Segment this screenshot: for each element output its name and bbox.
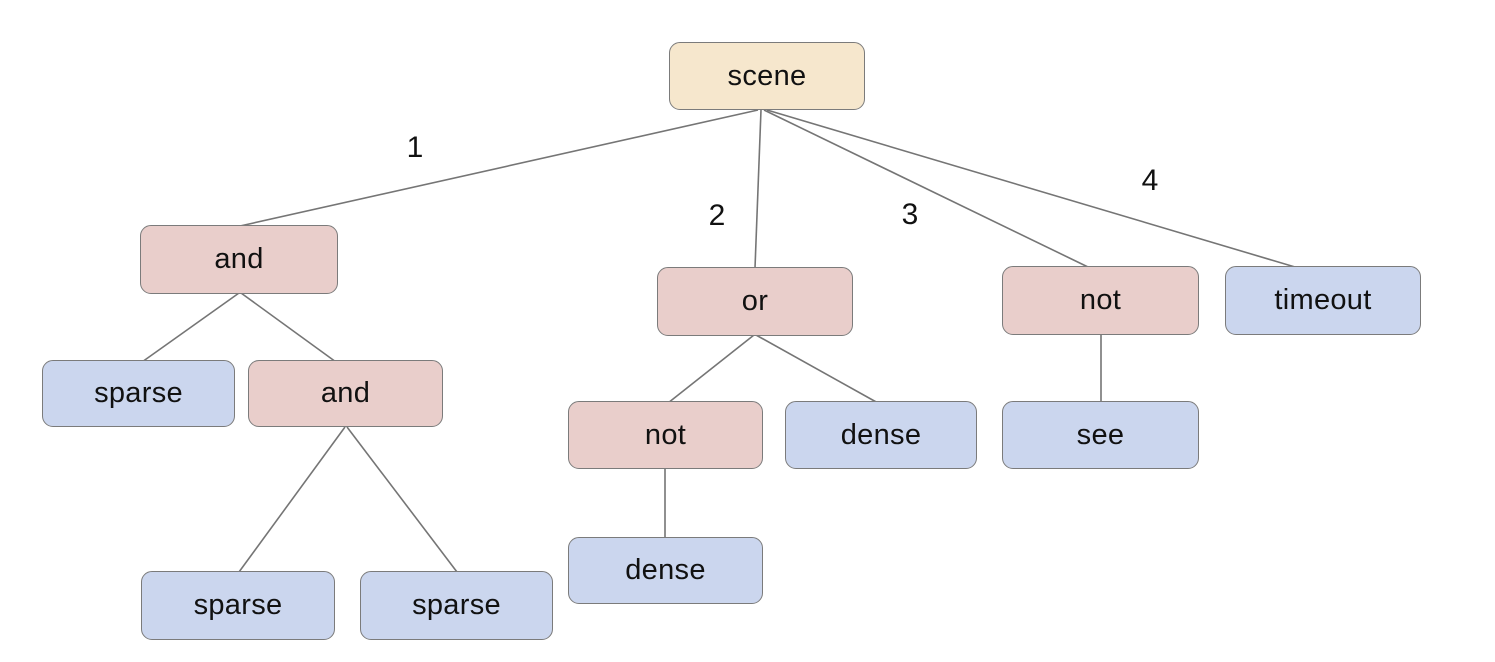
- edge-label-2: 2: [708, 199, 726, 232]
- edge-and-2-sparse-3: [346, 426, 458, 573]
- node-timeout-1: timeout: [1225, 266, 1421, 335]
- edge-label-3: 3: [901, 198, 919, 231]
- edge-scene-and-1: [239, 109, 759, 227]
- edge-scene-or-1: [754, 109, 762, 269]
- edge-and-1-and-2: [240, 292, 337, 363]
- node-not-1: not: [1002, 266, 1199, 335]
- node-sparse-2: sparse: [141, 571, 335, 640]
- node-dense-1: dense: [785, 401, 977, 469]
- node-not-2: not: [568, 401, 763, 469]
- edge-and-2-sparse-2: [238, 426, 346, 573]
- node-dense-2: dense: [568, 537, 763, 604]
- edge-label-4: 4: [1141, 164, 1159, 197]
- node-or-1: or: [657, 267, 853, 336]
- edge-or-1-dense-1: [755, 334, 879, 404]
- edge-and-1-sparse-1: [141, 292, 240, 363]
- node-see-1: see: [1002, 401, 1199, 469]
- edge-scene-not-1: [763, 109, 1089, 268]
- edge-or-1-not-2: [667, 334, 755, 404]
- node-scene: scene: [669, 42, 865, 110]
- node-and-1: and: [140, 225, 338, 294]
- node-and-2: and: [248, 360, 443, 427]
- edge-scene-timeout-1: [766, 109, 1296, 268]
- node-sparse-3: sparse: [360, 571, 553, 640]
- node-sparse-1: sparse: [42, 360, 235, 427]
- edge-label-1: 1: [406, 131, 424, 164]
